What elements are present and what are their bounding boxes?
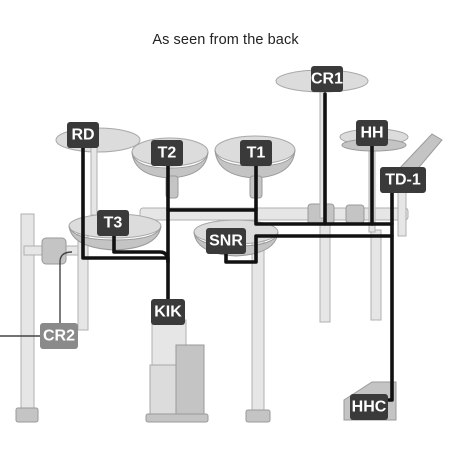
label-cr2: CR2 xyxy=(40,323,78,349)
label-kik: KIK xyxy=(151,299,185,325)
svg-text:KIK: KIK xyxy=(154,304,182,321)
crash2-lead xyxy=(0,251,73,337)
label-hh: HH xyxy=(356,120,388,146)
svg-text:CR1: CR1 xyxy=(311,71,343,88)
label-t3: T3 xyxy=(97,210,129,236)
svg-text:T3: T3 xyxy=(104,215,123,232)
svg-text:RD: RD xyxy=(71,127,94,144)
label-hhc: HHC xyxy=(350,394,388,420)
svg-text:SNR: SNR xyxy=(209,233,243,250)
label-td1: TD-1 xyxy=(380,167,426,193)
drum-rack xyxy=(15,77,409,423)
svg-text:TD-1: TD-1 xyxy=(385,172,421,189)
svg-text:T1: T1 xyxy=(247,145,266,162)
svg-text:HHC: HHC xyxy=(352,399,387,416)
kick-pedal xyxy=(145,319,209,423)
label-rd: RD xyxy=(67,122,99,148)
svg-text:T2: T2 xyxy=(158,145,177,162)
label-t1: T1 xyxy=(240,140,272,166)
label-cr1: CR1 xyxy=(311,66,343,92)
svg-text:HH: HH xyxy=(360,125,383,142)
label-t2: T2 xyxy=(151,140,183,166)
label-snr: SNR xyxy=(206,228,246,254)
diagram-caption: As seen from the back xyxy=(152,32,299,48)
svg-text:CR2: CR2 xyxy=(43,328,75,345)
